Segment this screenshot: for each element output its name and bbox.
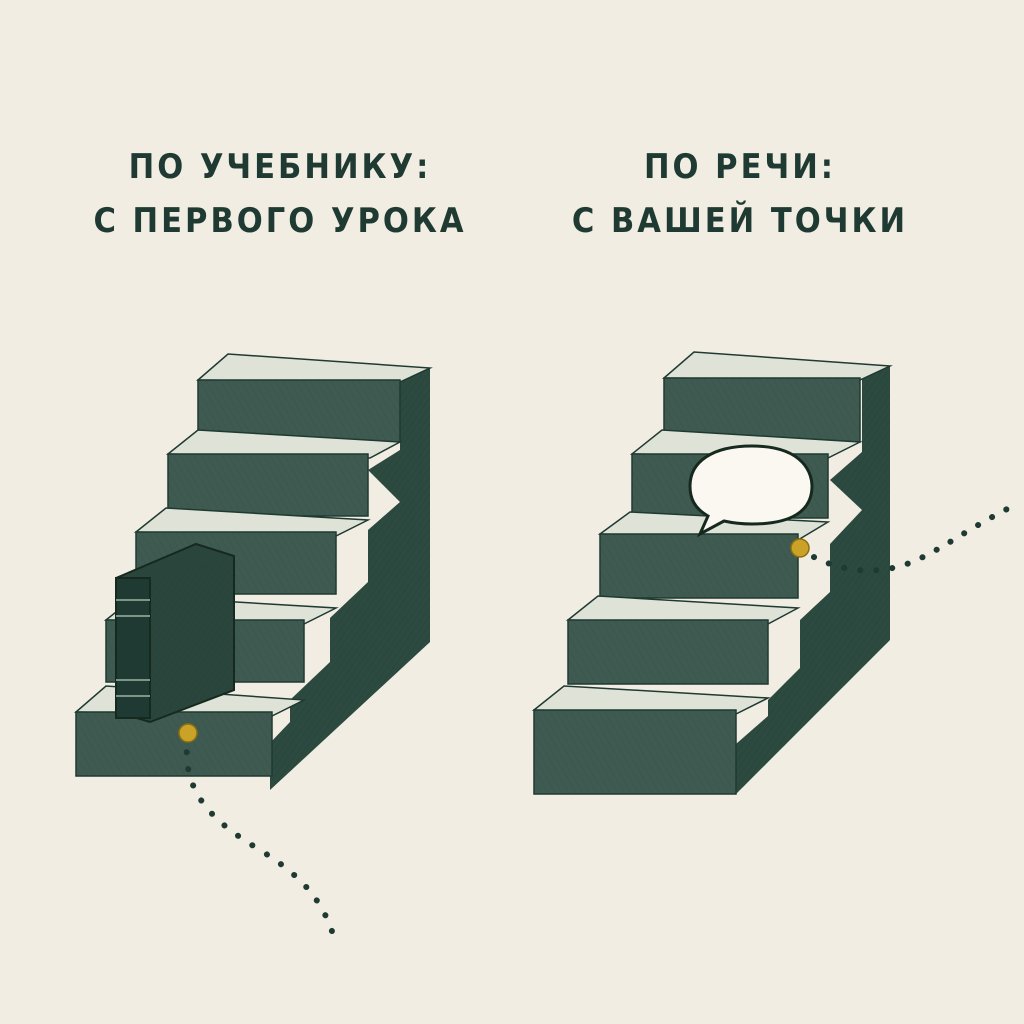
staircase-speech: [531, 351, 1018, 795]
stair-step: [531, 685, 771, 795]
stair-step: [565, 595, 801, 685]
speech-bubble-icon: [688, 444, 814, 538]
caption-textbook: ПО УЧЕБНИКУ: С ПЕРВОГО УРОКА: [60, 140, 500, 248]
staircase-textbook: [74, 353, 433, 948]
caption-speech-line1: ПО РЕЧИ:: [643, 147, 837, 187]
caption-textbook-line2: С ПЕРВОГО УРОКА: [93, 201, 467, 241]
book-icon: [115, 542, 235, 724]
caption-speech-line2: С ВАШЕЙ ТОЧКИ: [571, 201, 909, 241]
caption-speech: ПО РЕЧИ: С ВАШЕЙ ТОЧКИ: [520, 140, 960, 248]
stair-step: [662, 351, 893, 443]
stair-step-speech-start: [597, 511, 831, 599]
caption-textbook-line1: ПО УЧЕБНИКУ:: [128, 147, 432, 187]
start-marker-icon: [178, 723, 198, 743]
stair-step: [165, 429, 403, 517]
stair-step: [196, 353, 433, 443]
start-marker-icon: [790, 538, 810, 558]
